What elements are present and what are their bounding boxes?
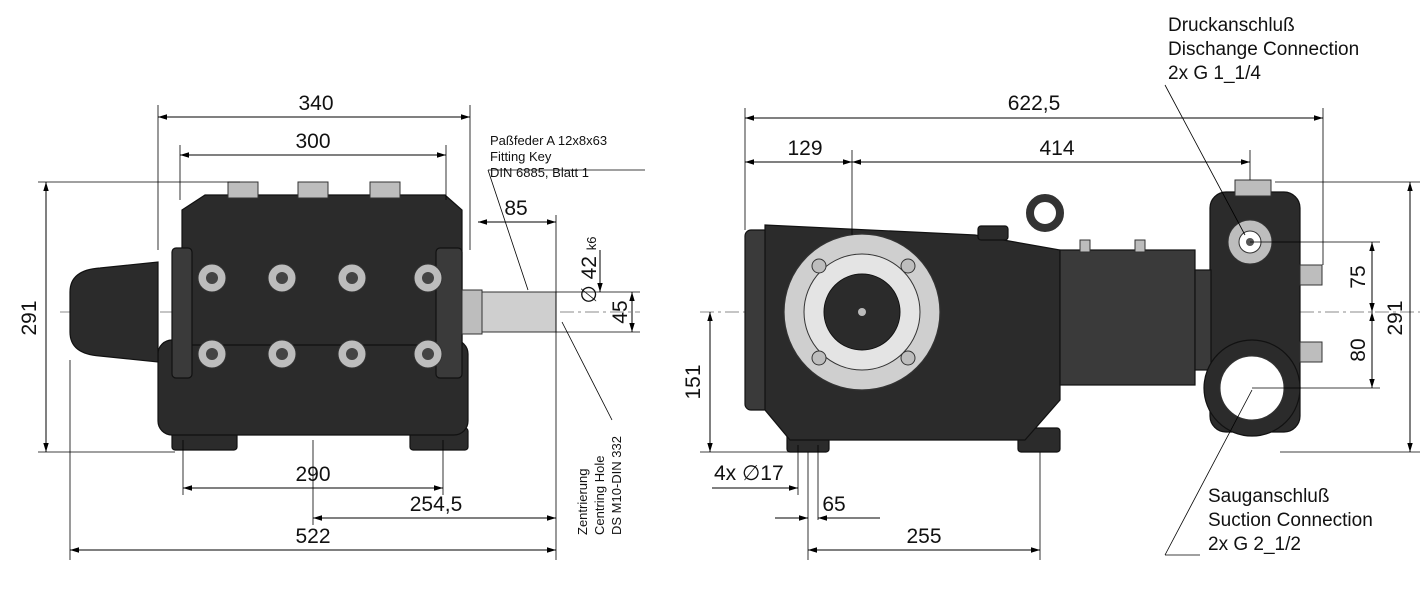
dim-85: 85 [504,197,527,220]
left-pump-view: 340 300 291 85 Paßfeder A 12x8x63 Fittin… [18,92,645,560]
bolt-row-lower [197,339,443,369]
dim-80: 80 [1347,338,1370,361]
dim-522: 522 [295,525,330,548]
dim-45: 45 [609,300,632,323]
key-label-2: Fitting Key [490,149,552,164]
suction-label-3: 2x G 2_1/2 [1208,534,1301,555]
discharge-label-1: Druckanschluß [1168,15,1295,36]
suction-label-1: Sauganschluß [1208,486,1329,507]
centring-label-2: Centring Hole [592,456,607,536]
dim-622-5: 622,5 [1008,92,1061,115]
dim-shaft-dia: ∅ 42 k6 [578,236,601,303]
dim-291-right: 291 [1384,300,1407,335]
dim-414: 414 [1039,137,1074,160]
dim-255: 255 [906,525,941,548]
discharge-label-2: Dischange Connection [1168,39,1359,60]
dim-254-5: 254,5 [410,493,463,516]
discharge-label-3: 2x G 1_1/4 [1168,63,1261,84]
centring-label-3: DS M10-DIN 332 [609,436,624,535]
key-label-1: Paßfeder A 12x8x63 [490,133,607,148]
dim-129: 129 [787,137,822,160]
suction-label-2: Suction Connection [1208,510,1373,531]
dim-300: 300 [295,130,330,153]
holes-label: 4x ∅17 [714,462,784,485]
dim-75: 75 [1347,265,1370,288]
right-pump-view: 622,5 129 414 Druckanschluß Dischange Co… [682,15,1420,560]
dim-151: 151 [682,364,705,399]
dim-65: 65 [822,493,845,516]
dim-340: 340 [298,92,333,115]
bolt-row-upper [197,263,443,293]
dim-291-left: 291 [18,300,41,335]
key-label-3: DIN 6885, Blatt 1 [490,165,589,180]
centring-label-1: Zentrierung [575,469,590,535]
